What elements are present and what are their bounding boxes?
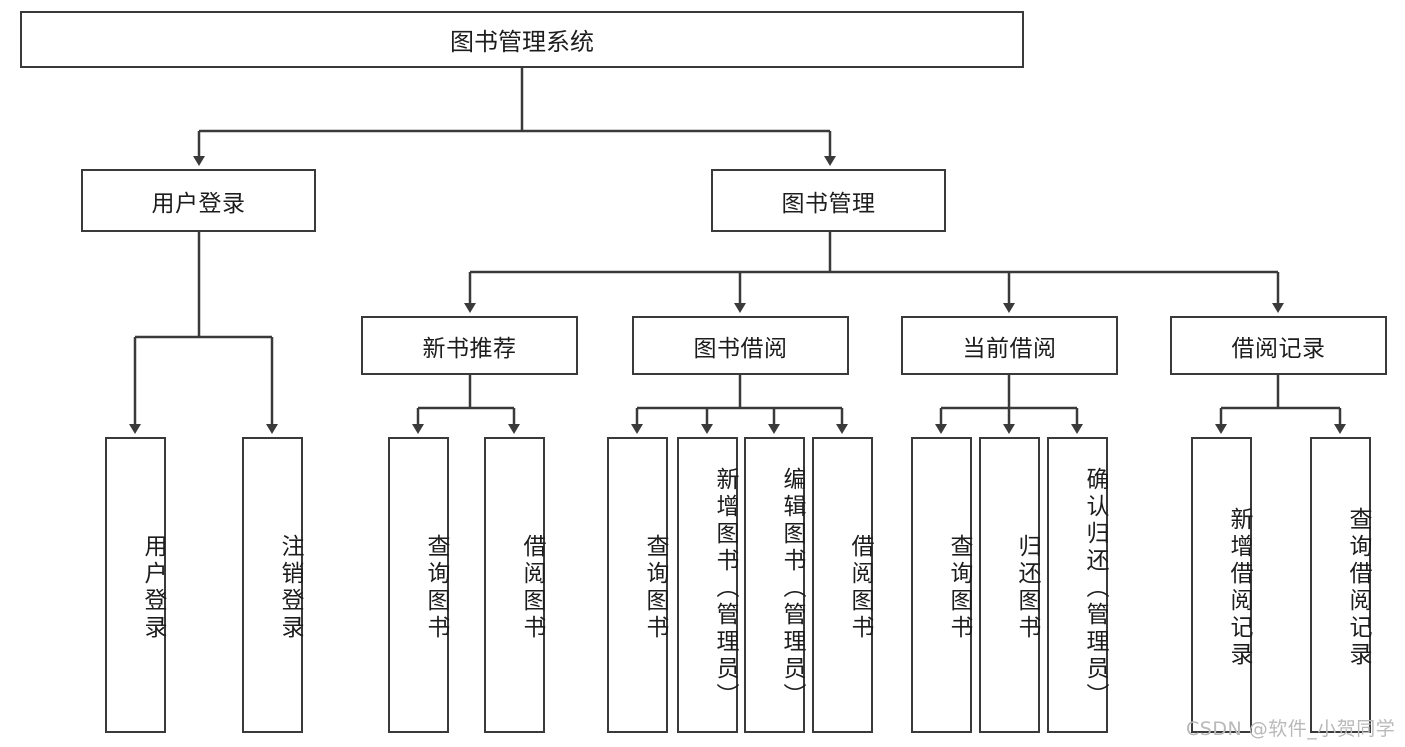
node-label: 借阅记录 (1231, 335, 1326, 362)
node-label: 当前借阅 (962, 335, 1057, 362)
node-label: 查询图书 (423, 534, 449, 642)
node-current-borrow[interactable]: 当前借阅 (901, 316, 1118, 375)
node-label: 新增借阅记录 (1226, 507, 1252, 669)
node-book-borrow[interactable]: 图书借阅 (632, 316, 849, 375)
node-label: 图书管理系统 (450, 28, 594, 56)
node-new-book-recommend[interactable]: 新书推荐 (361, 316, 578, 375)
node-label: 查询图书 (642, 534, 668, 642)
node-label: 查询借阅记录 (1345, 507, 1371, 669)
node-label: 归还图书 (1014, 534, 1040, 642)
node-leaf-query-book-2[interactable]: 查询图书 (607, 437, 668, 733)
node-label: 新书推荐 (422, 335, 517, 362)
node-leaf-query-book-1[interactable]: 查询图书 (388, 437, 449, 733)
node-label: 确认归还（管理员） (1082, 466, 1108, 710)
node-leaf-confirm-return[interactable]: 确认归还（管理员） (1047, 437, 1108, 733)
node-label: 查询图书 (946, 534, 972, 642)
node-label: 借阅图书 (519, 534, 545, 642)
node-label: 借阅图书 (847, 534, 873, 642)
node-leaf-logout[interactable]: 注销登录 (242, 437, 303, 733)
node-user-login[interactable]: 用户登录 (81, 169, 316, 232)
node-leaf-query-book-3[interactable]: 查询图书 (911, 437, 972, 733)
node-leaf-borrow-book-2[interactable]: 借阅图书 (812, 437, 873, 733)
node-label: 注销登录 (277, 534, 303, 642)
node-book-manage[interactable]: 图书管理 (711, 169, 946, 232)
node-label: 用户登录 (140, 534, 166, 642)
node-leaf-query-record[interactable]: 查询借阅记录 (1310, 437, 1371, 733)
node-leaf-edit-book[interactable]: 编辑图书（管理员） (744, 437, 805, 733)
node-label: 用户登录 (151, 190, 246, 217)
node-label: 图书管理 (781, 190, 876, 217)
node-leaf-borrow-book-1[interactable]: 借阅图书 (484, 437, 545, 733)
node-label: 新增图书（管理员） (712, 466, 738, 710)
node-book-management-system[interactable]: 图书管理系统 (20, 11, 1024, 68)
node-leaf-user-login[interactable]: 用户登录 (105, 437, 166, 733)
node-leaf-return-book[interactable]: 归还图书 (979, 437, 1040, 733)
node-leaf-add-record[interactable]: 新增借阅记录 (1191, 437, 1252, 733)
node-label: 编辑图书（管理员） (779, 466, 805, 710)
node-label: 图书借阅 (693, 335, 788, 362)
node-leaf-add-book[interactable]: 新增图书（管理员） (677, 437, 738, 733)
csdn-watermark: CSDN @软件_小贺同学 (1186, 718, 1396, 740)
node-borrow-record[interactable]: 借阅记录 (1170, 316, 1387, 375)
